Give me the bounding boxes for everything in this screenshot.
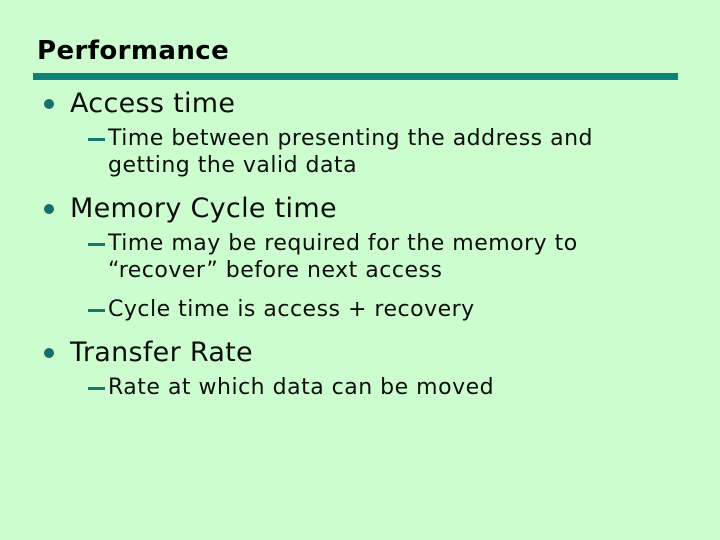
sub-bullet-line: Time between presenting the address and [108, 126, 594, 151]
dash-bullet-icon [88, 387, 105, 390]
dash-bullet-icon [88, 138, 105, 141]
bullet-label: Transfer Rate [70, 337, 253, 368]
dash-bullet-icon [88, 309, 105, 312]
sub-bullet-text: Time between presenting the address and … [108, 125, 593, 179]
slide-title: Performance [37, 36, 230, 66]
bullet-level1-row: Memory Cycle time [44, 193, 684, 225]
bullet-item: Transfer Rate Rate at which data can be … [44, 337, 684, 401]
bullet-item: Memory Cycle time Time may be required f… [44, 193, 684, 323]
sub-bullet-line: Cycle time is access + recovery [108, 297, 475, 322]
sub-bullet-item: Time between presenting the address and … [44, 125, 684, 179]
bullet-list: Access time Time between presenting the … [44, 88, 684, 401]
sub-bullet-item: Rate at which data can be moved [44, 374, 684, 401]
circle-bullet-icon [44, 204, 54, 214]
title-underline-bar [33, 73, 678, 80]
sub-bullet-line: Time may be required for the memory to [108, 231, 578, 256]
bullet-label: Memory Cycle time [70, 193, 337, 224]
sub-bullet-line: “recover” before next access [108, 258, 443, 283]
circle-bullet-icon [44, 348, 54, 358]
circle-bullet-icon [44, 99, 54, 109]
sub-bullet-item: Time may be required for the memory to “… [44, 230, 684, 284]
bullet-level1-row: Transfer Rate [44, 337, 684, 369]
bullet-label: Access time [70, 88, 236, 119]
bullet-level1-row: Access time [44, 88, 684, 120]
bullet-item: Access time Time between presenting the … [44, 88, 684, 179]
sub-bullet-text: Rate at which data can be moved [108, 374, 494, 401]
sub-bullet-text: Cycle time is access + recovery [108, 296, 475, 323]
sub-bullet-item: Cycle time is access + recovery [44, 296, 684, 323]
sub-bullet-line: Rate at which data can be moved [108, 375, 495, 400]
sub-bullet-line: getting the valid data [108, 153, 358, 178]
dash-bullet-icon [88, 243, 105, 246]
sub-bullet-text: Time may be required for the memory to “… [108, 230, 578, 284]
